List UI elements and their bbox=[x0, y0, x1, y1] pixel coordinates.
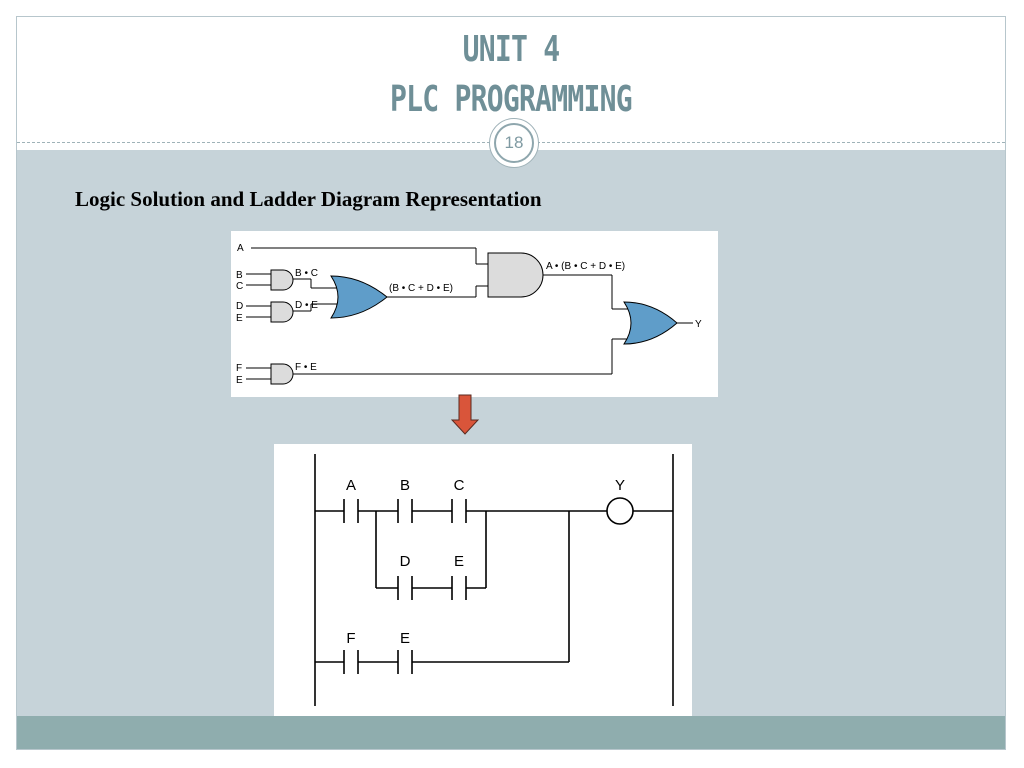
page-number-badge: 18 bbox=[489, 118, 539, 168]
label-output-y: Y bbox=[695, 319, 702, 330]
down-arrow-icon bbox=[450, 394, 480, 441]
label-de: D • E bbox=[295, 300, 318, 311]
or-gate-final bbox=[623, 301, 678, 345]
label-input-d: D bbox=[236, 301, 243, 312]
contact-label-c: C bbox=[454, 477, 465, 494]
or-gate-1 bbox=[330, 275, 388, 319]
contact-label-e: E bbox=[454, 553, 464, 570]
title-line-2: PLC PROGRAMMING bbox=[390, 79, 633, 120]
logic-gate-svg: A B C D E F E B • C D • E (B • C + D • E… bbox=[236, 243, 702, 386]
label-fe: F • E bbox=[295, 362, 317, 373]
coil-y bbox=[606, 497, 634, 525]
logic-gate-diagram: A B C D E F E B • C D • E (B • C + D • E… bbox=[231, 231, 718, 397]
and-gate-fe bbox=[270, 363, 294, 385]
label-input-e: E bbox=[236, 313, 243, 324]
label-input-b: B bbox=[236, 270, 243, 281]
contact-label-f: F bbox=[346, 630, 355, 647]
label-input-f: F bbox=[236, 363, 242, 374]
and-gate-top bbox=[487, 252, 544, 298]
page-number: 18 bbox=[494, 123, 534, 163]
contact-label-d: D bbox=[400, 553, 411, 570]
slide-heading: Logic Solution and Ladder Diagram Repres… bbox=[75, 187, 542, 211]
label-or1: (B • C + D • E) bbox=[389, 283, 453, 294]
contact-label-b: B bbox=[400, 477, 410, 494]
down-arrow-svg bbox=[450, 394, 480, 435]
and-gate-bc bbox=[270, 269, 294, 291]
footer-band bbox=[17, 716, 1005, 749]
ladder-diagram: A B C D E F E Y bbox=[274, 444, 692, 716]
contact-label-a: A bbox=[346, 477, 356, 494]
title-line-1: UNIT 4 bbox=[462, 29, 561, 70]
coil-label-y: Y bbox=[615, 477, 625, 494]
label-input-c: C bbox=[236, 281, 243, 292]
and-gate-de bbox=[270, 301, 294, 323]
label-input-a: A bbox=[237, 243, 244, 254]
label-input-e2: E bbox=[236, 375, 243, 386]
down-arrow-shape bbox=[450, 394, 480, 435]
contact-label-e2: E bbox=[400, 630, 410, 647]
label-bc: B • C bbox=[295, 268, 318, 279]
ladder-svg: A B C D E F E Y bbox=[314, 454, 674, 706]
label-and-top: A • (B • C + D • E) bbox=[546, 261, 625, 272]
